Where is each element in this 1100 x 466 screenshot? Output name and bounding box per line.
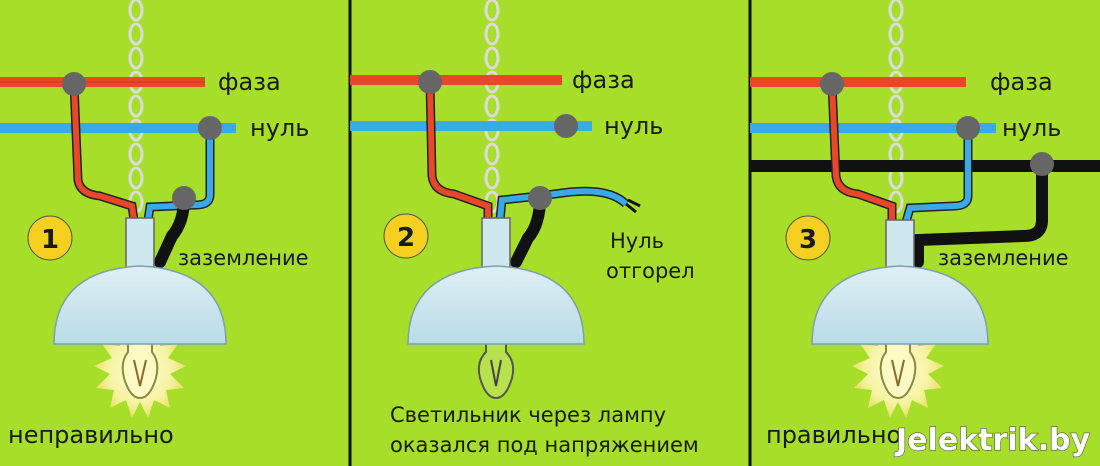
connector bbox=[418, 70, 442, 94]
panel-number-badge-3 bbox=[785, 215, 831, 261]
broken-neutral-note-line2: отгорел bbox=[606, 259, 695, 283]
ground-label-1: заземление bbox=[178, 246, 309, 270]
chain-2 bbox=[484, 0, 500, 214]
panel-number-1: 1 bbox=[41, 225, 59, 255]
connector bbox=[528, 186, 552, 210]
neutral-label-2: нуль bbox=[604, 112, 663, 140]
bulb-1 bbox=[121, 335, 159, 400]
broken-neutral-note-line1: Нуль bbox=[610, 229, 664, 253]
panel-1: 1 фаза нуль заземление неправильно bbox=[0, 0, 309, 449]
panel-number-3: 3 bbox=[799, 225, 817, 255]
panel-number-badge-1 bbox=[27, 215, 73, 261]
bulb-2 bbox=[477, 335, 515, 400]
watermark: Jelektrik.by bbox=[894, 423, 1090, 458]
caption-3: правильно bbox=[766, 421, 901, 449]
panel-3: 3 фаза нуль заземление правильно bbox=[750, 0, 1100, 449]
chain-3 bbox=[888, 0, 904, 214]
panel-number-2: 2 bbox=[397, 223, 415, 253]
caption-2-line2: оказался под напряжением bbox=[390, 433, 699, 457]
lamp-shade-1 bbox=[53, 265, 227, 345]
caption-1: неправильно bbox=[8, 421, 174, 449]
phase-label-3: фаза bbox=[990, 68, 1053, 96]
panel-number-badge-2 bbox=[383, 213, 429, 259]
connector bbox=[554, 114, 578, 138]
lamp-shade-2 bbox=[407, 265, 585, 345]
ground-wire-3 bbox=[912, 160, 1048, 268]
connector bbox=[1030, 152, 1054, 176]
chain-1 bbox=[128, 0, 144, 214]
connector bbox=[62, 72, 86, 96]
bulb-3 bbox=[879, 335, 917, 400]
neutral-label-1: нуль bbox=[250, 114, 309, 142]
phase-label-2: фаза bbox=[572, 66, 635, 94]
connector bbox=[172, 186, 196, 210]
lamp-shade-3 bbox=[811, 265, 989, 345]
connector bbox=[820, 72, 844, 96]
ground-label-3: заземление bbox=[938, 246, 1069, 270]
panel-2: 2 фаза нуль Нуль отгорел Светильник чере… bbox=[350, 0, 699, 457]
connector bbox=[956, 116, 980, 140]
caption-2-line1: Светильник через лампу bbox=[390, 403, 666, 427]
connector bbox=[198, 116, 222, 140]
phase-label-1: фаза bbox=[218, 68, 281, 96]
phase-drop-wire-2 bbox=[425, 81, 493, 220]
neutral-label-3: нуль bbox=[1002, 114, 1061, 142]
